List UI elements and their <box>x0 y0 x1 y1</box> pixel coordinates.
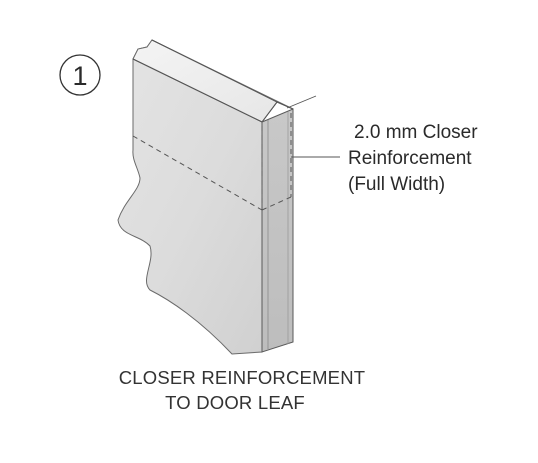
callout-line-3: (Full Width) <box>348 174 445 195</box>
closer-reinforcement-plate <box>132 113 292 211</box>
callout-line-2: Reinforcement <box>348 148 472 169</box>
caption-line-2: TO DOOR LEAF <box>165 392 305 413</box>
callout-line-1: 2.0 mm Closer <box>354 122 478 143</box>
badge-circle <box>59 54 101 96</box>
door-leaf <box>117 39 294 355</box>
caption-line-1: CLOSER REINFORCEMENT <box>119 367 366 388</box>
door-leaf-side-edge <box>261 108 294 353</box>
reinforcement-callout-label: 2.0 mm Closer Reinforcement (Full Width) <box>348 122 478 195</box>
door-leaf-front-face <box>117 39 278 355</box>
diagram-caption: CLOSER REINFORCEMENT TO DOOR LEAF <box>119 367 366 413</box>
callout-leader <box>286 95 340 158</box>
detail-number-badge: 1 <box>59 54 101 96</box>
badge-number: 1 <box>72 61 87 91</box>
